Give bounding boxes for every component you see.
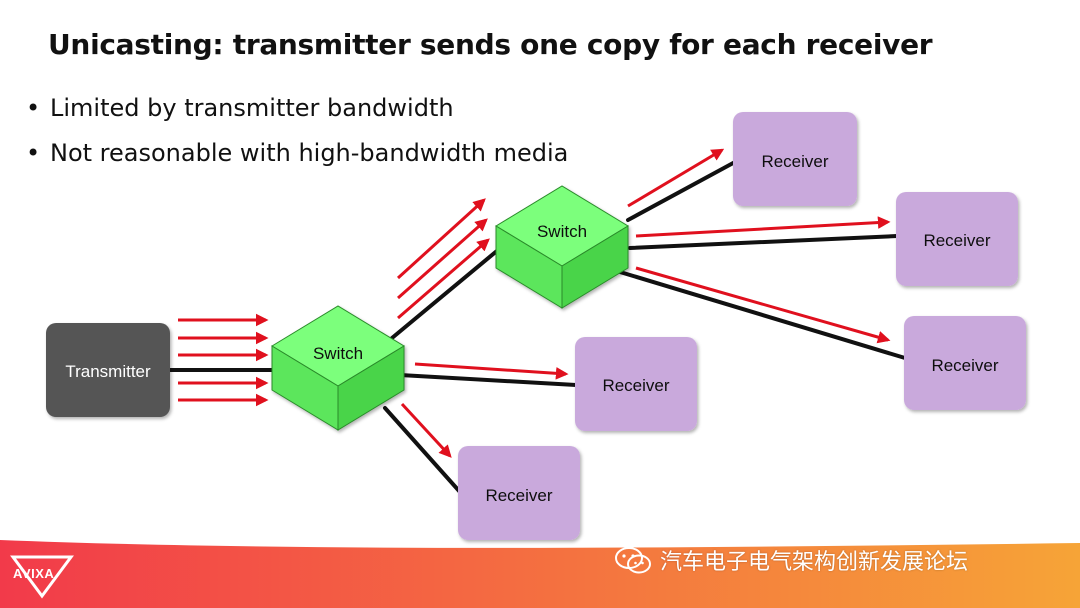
link-switch1-switch2: [390, 248, 500, 340]
arrow-to-receiver4: [414, 362, 569, 380]
receiver-4-node: Receiver: [575, 337, 697, 431]
bullet-item: •Not reasonable with high-bandwidth medi…: [26, 139, 569, 167]
link-switch2-receiver2: [628, 234, 899, 250]
switch-1-node: Switch: [271, 305, 405, 431]
arrow-sw1-up-3: [397, 238, 490, 320]
switch-1-label: Switch: [313, 344, 363, 363]
arrow-to-receiver1: [627, 148, 725, 208]
receiver-2-node: Receiver: [896, 192, 1018, 286]
avixa-logo-icon: [10, 555, 74, 599]
avixa-logo-text: AVIXA: [13, 566, 55, 581]
receiver-3-node: Receiver: [904, 316, 1026, 410]
receiver-5-label: Receiver: [485, 486, 552, 505]
arrow-sw1-up-1: [396, 198, 486, 280]
bullet-item: •Limited by transmitter bandwidth: [26, 94, 454, 122]
link-switch1-receiver4: [398, 373, 578, 387]
transmitter-label: Transmitter: [65, 362, 151, 381]
stream-arrows: [178, 148, 891, 458]
receiver-2-label: Receiver: [923, 231, 990, 250]
watermark-text: 汽车电子电气架构创新发展论坛: [660, 550, 969, 575]
receiver-1-node: Receiver: [733, 112, 857, 206]
links: [168, 160, 907, 494]
arrow-to-receiver5: [400, 402, 452, 458]
receiver-1-label: Receiver: [761, 152, 828, 171]
arrow-sw1-up-2: [397, 218, 488, 300]
wechat-icon: [615, 547, 651, 574]
receiver-4-label: Receiver: [602, 376, 669, 395]
arrow-to-receiver2: [635, 216, 891, 238]
slide-title: Unicasting: transmitter sends one copy f…: [48, 28, 933, 61]
link-switch2-receiver1: [626, 160, 737, 222]
switch-2-label: Switch: [537, 222, 587, 241]
footer-band: [0, 540, 1080, 608]
arrow-to-receiver3: [635, 266, 891, 344]
receiver-5-node: Receiver: [458, 446, 580, 540]
bullet-text: Not reasonable with high-bandwidth media: [50, 139, 569, 167]
watermark: 汽车电子电气架构创新发展论坛: [614, 544, 968, 576]
bullet-text: Limited by transmitter bandwidth: [50, 94, 454, 122]
link-switch2-receiver3: [618, 270, 907, 360]
switch-2-node: Switch: [495, 185, 629, 309]
receiver-3-label: Receiver: [931, 356, 998, 375]
link-switch1-receiver5: [383, 406, 462, 494]
transmitter-node: Transmitter: [46, 323, 170, 417]
